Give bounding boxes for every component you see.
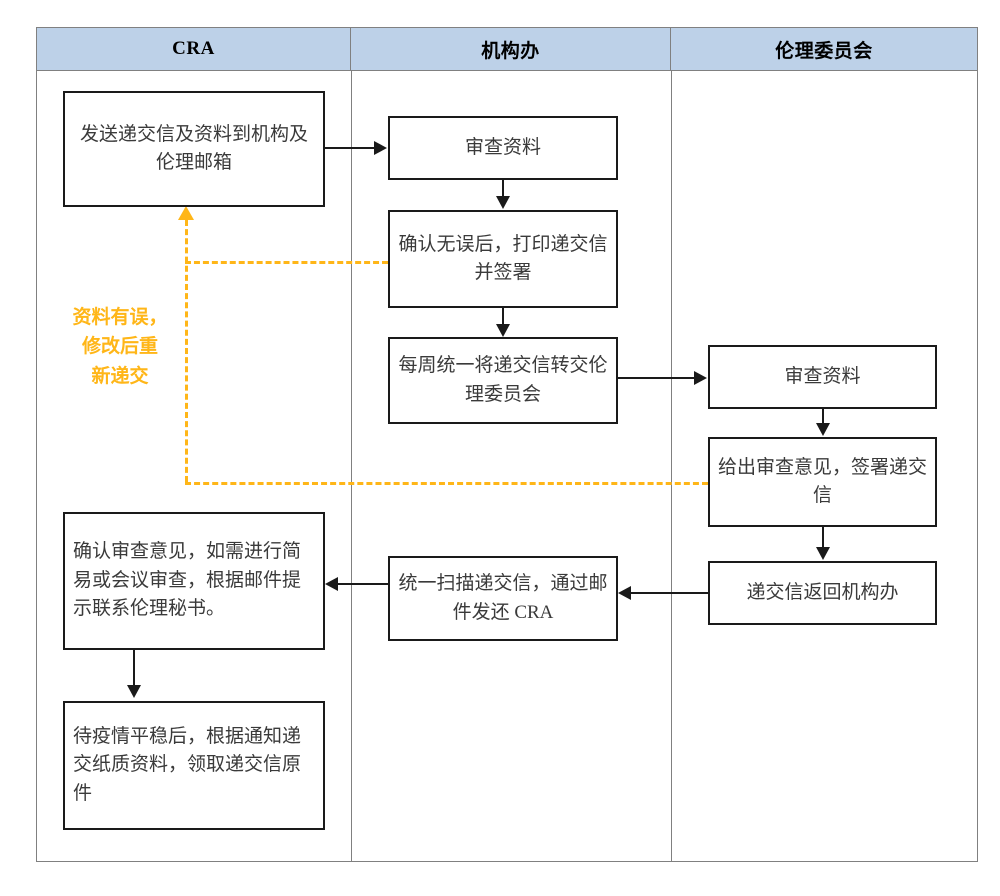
node-cra-confirm-opinion-label: 确认审查意见，如需进行简易或会议审查，根据邮件提示联系伦理秘书。 [73, 541, 302, 620]
lane-divider-2 [671, 71, 672, 861]
arrowhead-inst-review-in [374, 141, 387, 155]
connector-eth-review-to-opinion [822, 409, 824, 424]
connector-inst-review-to-print [502, 180, 504, 197]
feedback-path-from-institution [185, 261, 388, 264]
node-inst-print-sign-label: 确认无误后，打印递交信并签署 [398, 233, 608, 284]
arrowhead-inst-forward-in [496, 324, 510, 337]
node-inst-scan-email[interactable]: 统一扫描递交信，通过邮件发还 CRA [388, 556, 618, 641]
arrowhead-cra-paper-in [127, 685, 141, 698]
node-eth-give-opinion[interactable]: 给出审查意见，签署递交信 [708, 437, 937, 527]
node-cra-confirm-opinion[interactable]: 确认审查意见，如需进行简易或会议审查，根据邮件提示联系伦理秘书。 [63, 512, 325, 650]
connector-inst-print-to-forward [502, 308, 504, 325]
connector-cra-send-to-inst-review [325, 147, 375, 149]
lane-divider-1 [351, 71, 352, 861]
arrowhead-eth-opinion-in [816, 423, 830, 436]
node-inst-print-sign[interactable]: 确认无误后，打印递交信并签署 [388, 210, 618, 308]
node-eth-review-materials-label: 审查资料 [784, 365, 861, 387]
feedback-path-vertical [185, 220, 188, 482]
node-cra-send-submission-label: 发送递交信及资料到机构及伦理邮箱 [79, 123, 308, 174]
node-cra-send-submission[interactable]: 发送递交信及资料到机构及伦理邮箱 [63, 91, 325, 207]
arrowhead-inst-scan-in [618, 586, 631, 600]
node-eth-return-letter-label: 递交信返回机构办 [746, 581, 899, 603]
connector-inst-forward-to-eth-review [618, 377, 695, 379]
node-cra-paper-submission[interactable]: 待疫情平稳后，根据通知递交纸质资料，领取递交信原件 [63, 701, 325, 830]
node-inst-review-materials-label: 审查资料 [464, 136, 541, 158]
arrowhead-cra-confirm-in [325, 577, 338, 591]
feedback-note-label: 资料有误， 修改后重 新递交 [72, 307, 168, 387]
connector-eth-opinion-to-return [822, 527, 824, 548]
node-cra-paper-submission-label: 待疫情平稳后，根据通知递交纸质资料，领取递交信原件 [73, 725, 302, 804]
arrowhead-feedback-to-cra-send [178, 206, 194, 220]
connector-cra-confirm-to-paper [133, 650, 135, 686]
node-inst-forward-ethics-label: 每周统一将递交信转交伦理委员会 [398, 355, 608, 405]
lane-header-ethics: 伦理委员会 [671, 28, 977, 70]
node-eth-return-letter[interactable]: 递交信返回机构办 [708, 561, 937, 625]
arrowhead-eth-return-in [816, 547, 830, 560]
swimlane-header-row: CRA 机构办 伦理委员会 [37, 28, 977, 71]
swimlane-table: CRA 机构办 伦理委员会 [36, 27, 978, 862]
connector-eth-return-to-inst-scan [631, 592, 708, 594]
lane-header-cra: CRA [37, 28, 351, 70]
arrowhead-eth-review-in [694, 371, 707, 385]
node-inst-scan-email-label: 统一扫描递交信，通过邮件发还 CRA [398, 573, 608, 623]
node-inst-forward-ethics[interactable]: 每周统一将递交信转交伦理委员会 [388, 337, 618, 424]
arrowhead-inst-print-in [496, 196, 510, 209]
node-eth-give-opinion-label: 给出审查意见，签署递交信 [718, 456, 928, 507]
node-inst-review-materials[interactable]: 审查资料 [388, 116, 618, 180]
lane-header-institution: 机构办 [351, 28, 671, 70]
feedback-path-from-ethics [185, 482, 708, 485]
connector-inst-scan-to-cra-confirm [338, 583, 388, 585]
node-eth-review-materials[interactable]: 审查资料 [708, 345, 937, 409]
